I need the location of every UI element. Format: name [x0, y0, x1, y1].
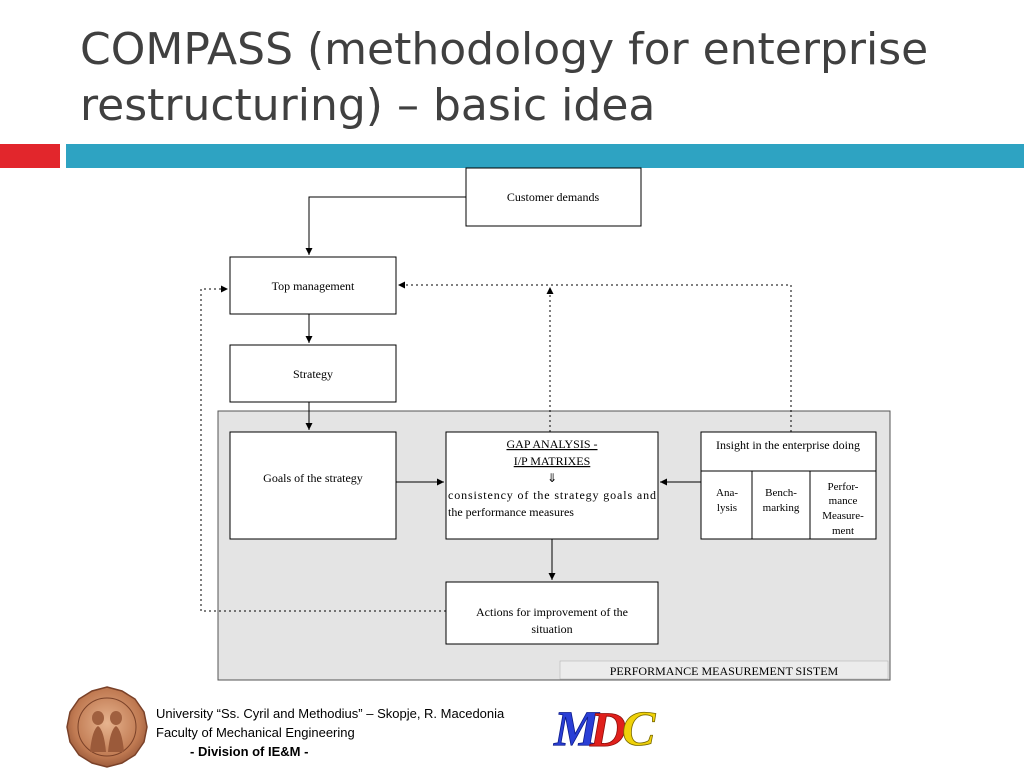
actions-line-1: Actions for improvement of the [476, 605, 628, 619]
accent-bar-red [0, 144, 60, 168]
gap-line-1: GAP ANALYSIS - [506, 437, 597, 451]
footer-text: University “Ss. Cyril and Methodius” – S… [156, 704, 504, 761]
svg-text:C: C [622, 700, 656, 754]
strategy-label: Strategy [293, 367, 333, 381]
top-management-label: Top management [272, 279, 355, 293]
perf-line-3: Measure- [822, 510, 864, 522]
feedback-actions-to-top [200, 285, 446, 612]
perf-line-1: Perfor- [828, 481, 859, 493]
insight-label: Insight in the enterprise doing [716, 438, 860, 452]
actions-line-2: situation [531, 622, 572, 636]
customer-demands-label: Customer demands [507, 190, 600, 204]
university-seal-icon [66, 686, 148, 768]
accent-bar-blue [66, 144, 1024, 168]
slide-title: COMPASS (methodology for enterprise rest… [80, 24, 929, 131]
perf-line-4: ment [832, 525, 854, 537]
svg-text:D: D [589, 701, 626, 754]
footer-faculty: Faculty of Mechanical Engineering [156, 725, 355, 740]
mdc-logo-icon: M D C [553, 700, 657, 754]
strategy-box [229, 344, 397, 403]
gap-line-4: the performance measures [448, 505, 574, 519]
perf-line-2: mance [829, 495, 858, 507]
bench-line-2: marking [763, 502, 800, 514]
analysis-line-2: lysis [717, 502, 737, 514]
footer-university: University “Ss. Cyril and Methodius” – S… [156, 706, 505, 721]
goals-box [229, 431, 397, 540]
footer-division: - Division of IE&M - [190, 744, 309, 759]
gap-line-3: consistency of the strategy goals and [448, 488, 656, 502]
gap-line-2: I/P MATRIXES [514, 454, 591, 468]
analysis-line-1: Ana- [716, 487, 738, 499]
gap-analysis-box [445, 431, 659, 540]
arrow-customer-to-top [305, 196, 466, 255]
actions-box [445, 581, 659, 645]
insight-box [700, 431, 877, 540]
goals-label: Goals of the strategy [263, 471, 363, 485]
pms-label-bg [559, 660, 889, 680]
pms-label: PERFORMANCE MEASUREMENT SISTEM [610, 664, 839, 678]
top-management-box [229, 256, 397, 315]
feedback-insight-to-top [398, 281, 792, 432]
bench-line-1: Bench- [765, 487, 797, 499]
svg-text:M: M [553, 700, 600, 754]
gap-down-arrow: ⇓ [547, 471, 557, 485]
customer-demands-box [465, 167, 642, 227]
